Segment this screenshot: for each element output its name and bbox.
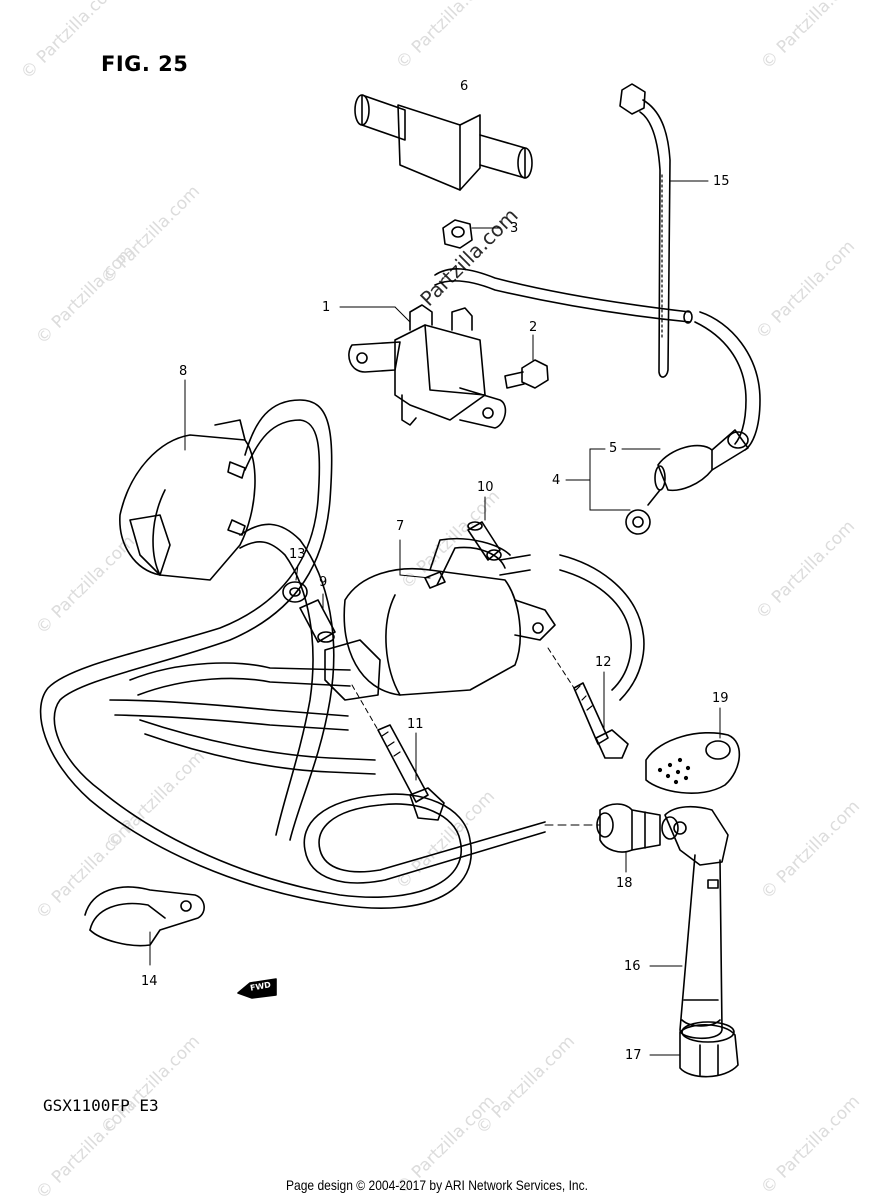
page-footer: Page design © 2004-2017 by ARI Network S… bbox=[285, 1177, 588, 1193]
part-9-cap bbox=[299, 593, 336, 643]
part-7-ignition-coil bbox=[324, 537, 556, 701]
callout-12: 12 bbox=[595, 655, 612, 670]
part-2-bolt bbox=[504, 334, 549, 389]
part-16-plug-cap bbox=[649, 805, 729, 1040]
callout-3: 3 bbox=[510, 221, 519, 236]
part-11-bolt bbox=[351, 684, 445, 821]
fwd-arrow-icon bbox=[237, 978, 277, 999]
callout-16: 16 bbox=[624, 959, 641, 974]
model-code: GSX1100FP E3 bbox=[43, 1096, 159, 1115]
part-14-clamp bbox=[84, 886, 205, 966]
callout-10: 10 bbox=[477, 480, 494, 495]
callout-19: 19 bbox=[712, 691, 729, 706]
callout-4: 4 bbox=[552, 473, 561, 488]
callout-14: 14 bbox=[141, 974, 158, 989]
callout-8: 8 bbox=[179, 364, 188, 379]
part-15-cable-tie bbox=[619, 83, 709, 378]
callout-7: 7 bbox=[396, 519, 405, 534]
part-13-washer bbox=[282, 564, 308, 603]
part-18-seal bbox=[544, 803, 661, 873]
callout-2: 2 bbox=[529, 320, 538, 335]
callout-18: 18 bbox=[616, 876, 633, 891]
high-tension-leads bbox=[39, 399, 645, 909]
part-17-nut bbox=[649, 1021, 739, 1078]
part-12-bolt bbox=[547, 647, 629, 759]
part-8-ignition-coil bbox=[119, 379, 256, 581]
part-10-cap bbox=[467, 496, 502, 561]
callout-1: 1 bbox=[322, 300, 331, 315]
callout-6: 6 bbox=[460, 79, 469, 94]
callout-15: 15 bbox=[713, 174, 730, 189]
part-19-grommet bbox=[645, 707, 741, 794]
callout-9: 9 bbox=[319, 575, 328, 590]
callout-11: 11 bbox=[407, 717, 424, 732]
part-6-hose-joint bbox=[354, 94, 533, 191]
callout-13: 13 bbox=[289, 547, 306, 562]
part-1-relay bbox=[339, 268, 761, 451]
callout-17: 17 bbox=[625, 1048, 642, 1063]
part-3-nut bbox=[442, 219, 501, 249]
part-4-5-terminal bbox=[565, 429, 749, 535]
figure-title: FIG. 25 bbox=[101, 52, 189, 76]
callout-5: 5 bbox=[609, 441, 618, 456]
